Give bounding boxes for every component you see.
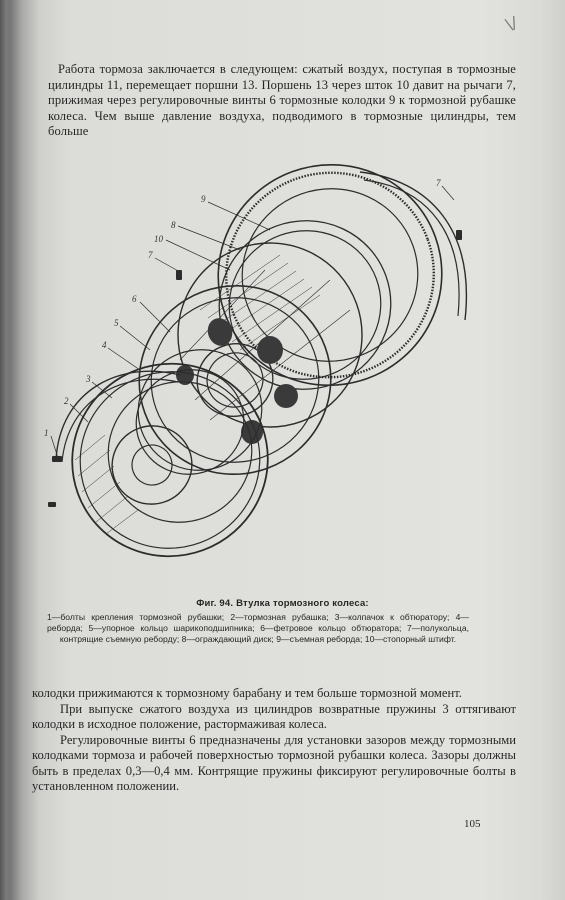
figure-legend: 1—болты крепления тормозной рубашки; 2—т…: [47, 612, 469, 645]
callout-labels: 1 2 3 4 5 6 7 10 8 9 7: [44, 178, 441, 438]
brake-jacket: [71, 362, 269, 558]
obturator-cap: [111, 425, 193, 505]
callout-leaders: [50, 185, 455, 459]
bearing-thrust-ring: [137, 349, 263, 471]
split-half-ring-right: [359, 171, 467, 321]
book-gutter-shadow: [0, 0, 14, 900]
callout-8: 8: [171, 220, 176, 230]
callout-5: 5: [114, 318, 119, 328]
top-paragraph: Работа тормоза заключается в следующем: …: [48, 62, 516, 139]
callout-4: 4: [102, 340, 107, 350]
page-number: 105: [464, 818, 481, 830]
callout-10: 10: [154, 234, 164, 244]
brake-hub-exploded-figure: 1 2 3 4 5 6 7 10 8 9 7: [44, 163, 467, 558]
callout-6: 6: [132, 294, 137, 304]
hub-drum: [177, 242, 363, 428]
callout-9: 9: [201, 194, 206, 204]
hub-face: [138, 284, 332, 476]
paragraph-release: При выпуске сжатого воздуха из цилиндров…: [32, 701, 516, 732]
paragraph-continuation: колодки прижимаются к тормозному барабан…: [32, 686, 462, 700]
body-text-bottom: колодки прижимаются к тормозному барабан…: [32, 686, 516, 795]
callout-7-right: 7: [436, 178, 441, 188]
jacket-bolts: [48, 230, 462, 507]
callout-7-left: 7: [148, 250, 153, 260]
hub-lightening-holes: [176, 318, 298, 444]
paragraph-adjusting-screws: Регулировочные винты 6 предназначены для…: [32, 732, 516, 794]
callout-3: 3: [85, 374, 91, 384]
pencil-check-mark: \/: [503, 12, 520, 35]
figure-caption: Фиг. 94. Втулка тормозного колеса:: [196, 598, 369, 609]
callout-2: 2: [64, 396, 69, 406]
removable-flange-disc: [217, 163, 443, 387]
callout-1: 1: [44, 428, 49, 438]
